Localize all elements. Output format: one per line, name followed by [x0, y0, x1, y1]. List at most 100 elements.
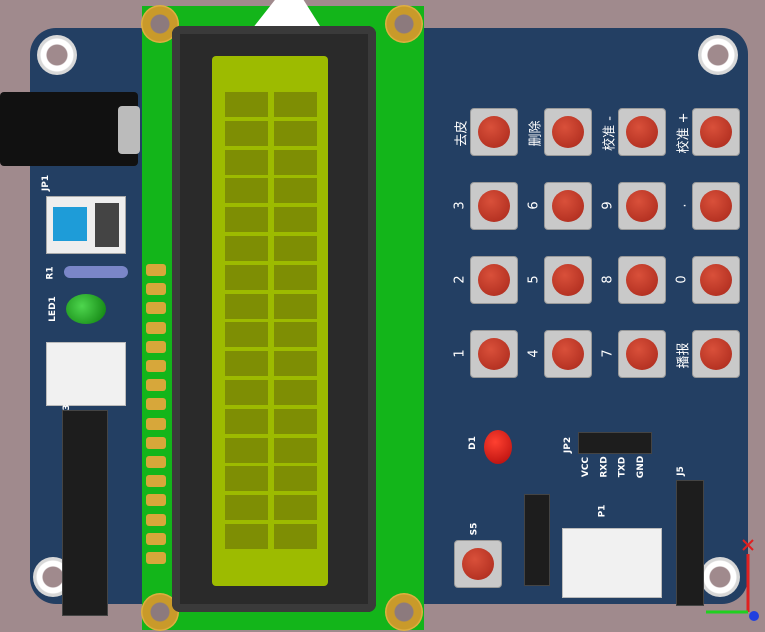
keypad-label: 去皮 [454, 120, 470, 147]
lcd-pin [146, 436, 166, 449]
keypad-label: 2 [452, 275, 468, 284]
button-cap-icon [478, 116, 510, 148]
keypad-button[interactable] [618, 256, 666, 304]
lcd-char-cell [225, 380, 268, 405]
lcd-hole-br [385, 593, 423, 631]
keypad-button[interactable] [470, 108, 518, 156]
keypad-label: 7 [600, 349, 616, 358]
lcd-char-cell [274, 351, 317, 377]
keypad-button[interactable] [692, 256, 740, 304]
lcd-pin [146, 456, 166, 468]
lcd-char-cell [274, 236, 317, 261]
header-jp2 [578, 432, 652, 454]
label-gnd: GND [636, 455, 647, 479]
button-cap-icon [552, 264, 584, 296]
button-cap-icon [700, 264, 732, 296]
keypad-button[interactable] [692, 182, 740, 230]
keypad-button[interactable] [618, 108, 666, 156]
keypad-label: 删除 [528, 120, 544, 147]
keypad-button[interactable] [544, 330, 592, 378]
keypad-button[interactable] [544, 108, 592, 156]
button-cap-icon [478, 264, 510, 296]
lcd-char-cell [225, 466, 268, 492]
lcd-char-cell [225, 408, 268, 434]
label-jp1: JP1 [41, 174, 52, 192]
lcd-char-cell [274, 264, 317, 290]
lcd-pin [146, 532, 166, 545]
lcd-pin [146, 360, 166, 372]
keypad-label: 3 [452, 201, 468, 210]
lcd-char-cell [225, 264, 268, 290]
button-cap-icon [700, 338, 732, 370]
header-j5 [676, 480, 704, 606]
lcd-char-cell [225, 149, 268, 175]
led-d1-red [484, 430, 512, 464]
keypad-label: 校准 + [676, 112, 692, 154]
connector-p1 [562, 528, 662, 598]
lcd-hole-tr [385, 5, 423, 43]
label-s5: S5 [469, 522, 480, 536]
button-cap-icon [700, 116, 732, 148]
lcd-pin [146, 513, 166, 526]
switch-body-icon [95, 203, 119, 247]
label-d1: D1 [467, 436, 478, 450]
lcd-pin [146, 379, 166, 392]
button-cap-icon [626, 338, 658, 370]
lcd-char-cell [274, 408, 317, 434]
lcd-char-cell [274, 92, 317, 117]
lcd-char-cell [274, 293, 317, 319]
lcd-char-cell [274, 322, 317, 348]
keypad-button[interactable] [544, 182, 592, 230]
lcd-pin [146, 340, 166, 353]
lcd-char-cell [274, 207, 317, 233]
mounting-hole-top-right [698, 35, 738, 75]
button-cap-icon [478, 338, 510, 370]
lcd-pin [146, 302, 166, 315]
keypad-button[interactable] [544, 256, 592, 304]
keypad-button[interactable] [470, 182, 518, 230]
keypad-label: 1 [452, 349, 468, 358]
button-cap-icon [626, 190, 658, 222]
lcd-pin [146, 552, 166, 564]
lcd-char-cell [274, 149, 317, 175]
button-cap-icon [700, 190, 732, 222]
keypad-label: 6 [526, 201, 542, 210]
keypad-button[interactable] [692, 108, 740, 156]
label-led1: LED1 [47, 296, 58, 322]
lcd-pin [146, 475, 166, 488]
label-r1: R1 [45, 266, 56, 280]
lcd-screen [212, 56, 328, 586]
lcd-char-cell [274, 178, 317, 204]
label-j5: J5 [675, 466, 686, 476]
lcd-char-cell [274, 437, 317, 463]
keypad-label: 8 [600, 275, 616, 284]
label-txd: TXD [617, 456, 628, 478]
header-j3 [62, 410, 108, 616]
lcd-char-cell [274, 524, 317, 549]
lcd-pin [146, 417, 166, 430]
label-p1: P1 [597, 504, 608, 518]
keypad-label: 4 [526, 349, 542, 358]
keypad-button[interactable] [692, 330, 740, 378]
lcd-char-cell [274, 120, 317, 146]
lcd-pin [146, 321, 166, 334]
led1-green [66, 294, 106, 324]
button-s5[interactable] [454, 540, 502, 588]
button-cap-icon [552, 116, 584, 148]
lcd-char-cell [274, 495, 317, 521]
keypad-button[interactable] [618, 182, 666, 230]
switch-knob-icon [53, 207, 87, 241]
keypad-button[interactable] [470, 256, 518, 304]
switch-jp1[interactable] [46, 196, 126, 254]
keypad-label: 5 [526, 275, 542, 284]
jack-pin-icon [118, 106, 140, 154]
lcd-char-cell [225, 351, 268, 377]
keypad-label: 校准 - [602, 116, 618, 151]
button-cap-icon [478, 190, 510, 222]
keypad-button[interactable] [618, 330, 666, 378]
lcd-char-cell [225, 495, 268, 521]
keypad-button[interactable] [470, 330, 518, 378]
mounting-hole-bottom-right [700, 557, 740, 597]
connector-white [46, 342, 126, 406]
lcd-char-cell [225, 293, 268, 319]
